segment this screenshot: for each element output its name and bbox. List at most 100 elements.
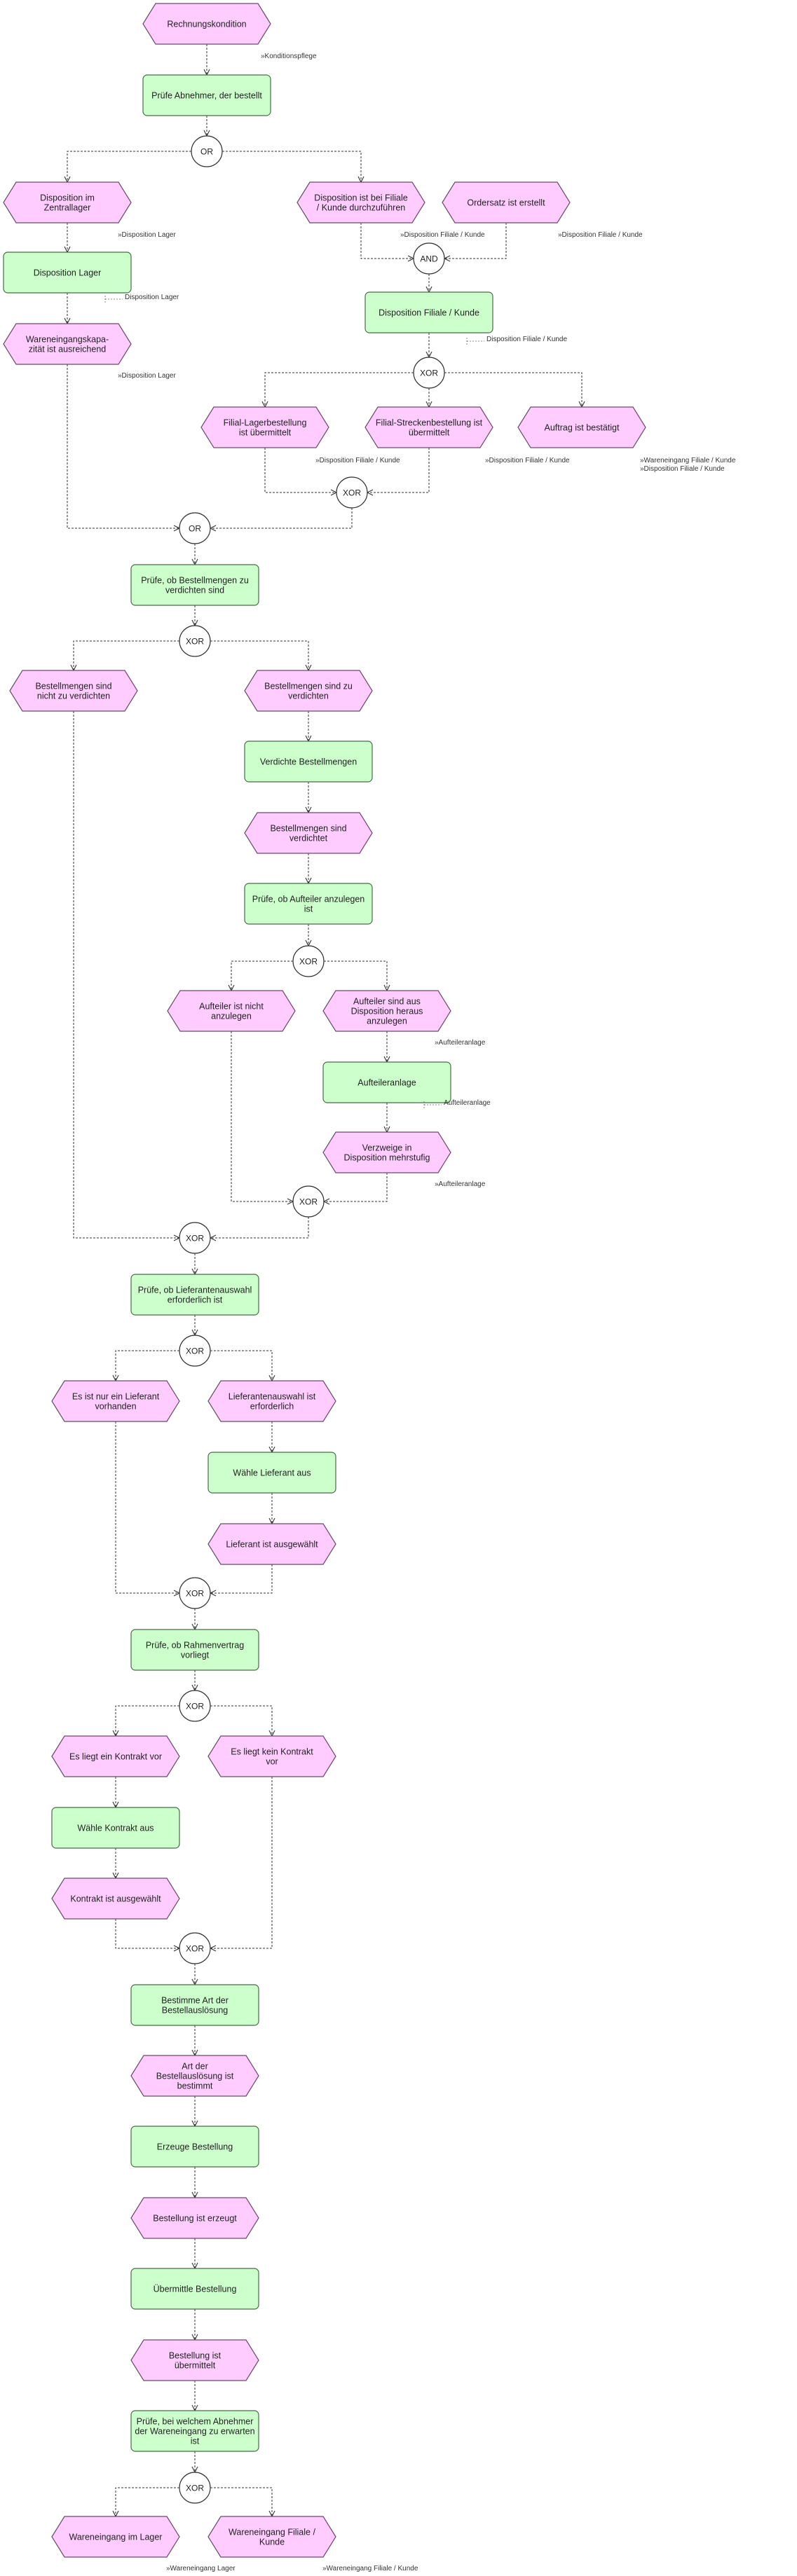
event-shape <box>51 1735 180 1777</box>
connector-shape <box>179 625 211 657</box>
annotation-a-dispo-fk-3: Disposition Filiale / Kunde <box>466 336 567 345</box>
node-label: XOR <box>186 1702 204 1711</box>
node-label: Rechnungskondition <box>167 20 246 29</box>
edge-e-filial-lager-to-c-xor2 <box>264 448 336 493</box>
event-shape <box>167 990 296 1032</box>
function-f-dispo-lager: Disposition Lager <box>3 252 132 294</box>
edge-c-xor4-to-e-aufteiler-aus-dispo <box>324 960 387 991</box>
connector-shape <box>413 357 445 389</box>
node-label: XOR <box>186 2484 204 2493</box>
event-shape <box>442 181 571 223</box>
edge-e-aufteiler-nicht-to-c-xor5 <box>231 1031 293 1201</box>
function-shape <box>130 2410 259 2452</box>
annotations-layer: »Konditionspflege »Disposition Lager »Disp… <box>104 53 736 2572</box>
connector-shape <box>179 1222 211 1254</box>
connector-c-or1: OR <box>191 135 223 167</box>
node-label: XOR <box>186 637 204 647</box>
node-label: Erzeuge Bestellung <box>157 2142 233 2152</box>
annotation-label: »Aufteileranlage <box>435 1180 486 1188</box>
node-label: verdichten <box>288 691 329 701</box>
node-label: Wähle Kontrakt aus <box>77 1824 154 1833</box>
annotation-a-dispo-fk-4: »Disposition Filiale / Kunde <box>315 457 400 464</box>
edge-c-xor2-to-c-or2 <box>210 508 353 528</box>
event-shape <box>207 1523 336 1565</box>
connector-shape <box>292 1185 325 1218</box>
connector-c-xor1: XOR <box>413 357 445 389</box>
node-label: XOR <box>420 369 438 378</box>
node-label: XOR <box>299 1197 318 1207</box>
event-shape <box>244 670 373 712</box>
connector-shape <box>413 242 445 275</box>
event-shape <box>517 406 646 448</box>
connector-c-xor3: XOR <box>179 625 211 657</box>
annotation-a-aufteileranlage-3: »Aufteileranlage <box>435 1180 486 1188</box>
node-label: Bestellmengen sind <box>35 682 111 691</box>
node-label: XOR <box>186 1589 204 1599</box>
node-label: Es liegt ein Kontrakt vor <box>69 1752 162 1762</box>
node-label: erforderlich ist <box>168 1295 223 1305</box>
node-label: Aufteiler sind aus <box>353 997 421 1007</box>
node-label: Filial-Streckenbestellung ist <box>376 418 483 428</box>
node-label: Bestellmengen sind <box>270 824 346 834</box>
event-shape <box>365 406 493 448</box>
node-label: XOR <box>343 488 361 498</box>
connector-shape <box>179 1335 211 1367</box>
node-label: Bestellmengen sind zu <box>264 682 353 691</box>
edge-c-xor11-to-e-we-filiale-kunde <box>210 2487 272 2516</box>
event-shape <box>9 670 138 712</box>
node-label: Disposition Lager <box>34 268 102 278</box>
node-label: Bestellauslösung ist <box>156 2072 234 2081</box>
node-label: Bestellauslösung <box>162 2006 229 2016</box>
connector-shape <box>179 2472 211 2504</box>
function-shape <box>130 564 259 606</box>
annotation-a-aufteileranlage-1: »Aufteileranlage <box>435 1039 486 1047</box>
function-shape <box>3 252 132 294</box>
annotation-label: »Wareneingang Filiale / Kunde <box>322 2565 418 2572</box>
event-shape <box>207 2516 336 2558</box>
node-label: Disposition mehrstufig <box>344 1153 430 1163</box>
annotation-a-dispo-lager-1: »Disposition Lager <box>118 231 176 239</box>
node-label: erforderlich <box>250 1402 294 1412</box>
node-label: verdichten sind <box>165 586 224 595</box>
node-label: Es liegt kein Kontrakt <box>231 1747 313 1757</box>
annotation-label: »Wareneingang Filiale / Kunde <box>640 457 736 464</box>
node-label: vorliegt <box>181 1651 210 1660</box>
node-label: ist <box>304 904 313 914</box>
node-label: vor <box>266 1757 278 1767</box>
event-shape <box>130 2197 259 2239</box>
node-label: XOR <box>186 1234 204 1244</box>
event-e-wareneingangskapazitaet: Wareneingangskapa-zität ist ausreichend <box>3 323 132 365</box>
edge-e-lieferant-ausgewaehlt-to-c-xor8 <box>210 1564 273 1593</box>
edge-e-ordersatz-to-c-and1 <box>444 223 507 259</box>
annotation-label: Disposition Filiale / Kunde <box>486 336 567 343</box>
node-label: übermittelt <box>409 428 450 438</box>
edge-c-xor7-to-e-nur-ein-lieferant <box>116 1350 179 1381</box>
annotation-label: »Konditionspflege <box>261 53 317 60</box>
connector-shape <box>191 135 223 167</box>
function-shape <box>207 1452 336 1494</box>
event-shape <box>297 181 425 223</box>
edge-c-xor4-to-e-aufteiler-nicht <box>231 960 293 991</box>
connector-c-and1: AND <box>413 242 445 275</box>
function-shape <box>130 1274 259 1316</box>
node-label: anzulegen <box>211 1012 252 1021</box>
event-e-erzeugt: Bestellung ist erzeugt <box>130 2197 259 2239</box>
annotation-label: »Disposition Lager <box>118 231 176 239</box>
node-label: Ordersatz ist erstellt <box>467 198 545 208</box>
connector-c-xor11: XOR <box>179 2472 211 2504</box>
event-shape <box>207 1380 336 1422</box>
event-e-kontrakt-vor: Es liegt ein Kontrakt vor <box>51 1735 180 1777</box>
function-shape <box>130 1629 259 1671</box>
annotation-label: »Disposition Filiale / Kunde <box>640 465 725 473</box>
node-label: AND <box>420 254 438 264</box>
